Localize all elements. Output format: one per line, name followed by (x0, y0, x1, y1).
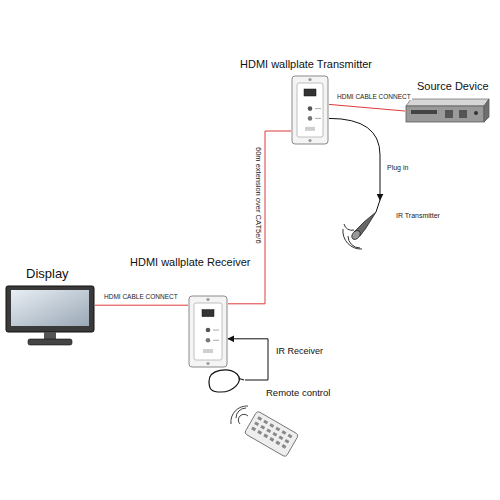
cable-label: Plug in (386, 164, 409, 172)
device-icon (405, 98, 490, 124)
ir-transmitter: IR Transmitter (340, 200, 440, 250)
irtx-icon (340, 200, 390, 250)
node-label: Source Device (417, 80, 489, 93)
remote-control: Remote control (228, 388, 331, 454)
cable-label: HDMI CABLE CONNECT (336, 93, 412, 100)
receiver-wallplate: HDMI wallplate Receiver (130, 256, 251, 368)
node-label: Remote control (266, 388, 330, 399)
blob-icon (205, 365, 245, 395)
cable-line (95, 305, 188, 306)
node-label: IR Transmitter (396, 212, 440, 220)
display-monitor: Display (5, 267, 95, 347)
cable-line (329, 118, 380, 200)
cable-line (329, 104, 405, 111)
cable-label: 60m extension over CAT5e/6 (253, 146, 262, 245)
node-label: Display (26, 267, 69, 282)
monitor-icon (5, 285, 95, 347)
node-label: IR Receiver (276, 346, 323, 356)
transmitter-wallplate: HDMI wallplate Transmitter (240, 58, 373, 145)
source-device: Source Device (405, 80, 490, 124)
node-label: HDMI wallplate Receiver (130, 256, 250, 269)
remote-icon (228, 404, 303, 454)
node-label: HDMI wallplate Transmitter (240, 58, 372, 71)
cable-label: HDMI CABLE CONNECT (103, 293, 179, 300)
plate-icon (291, 75, 329, 145)
cable-line (228, 131, 291, 304)
plate-icon (188, 295, 228, 368)
